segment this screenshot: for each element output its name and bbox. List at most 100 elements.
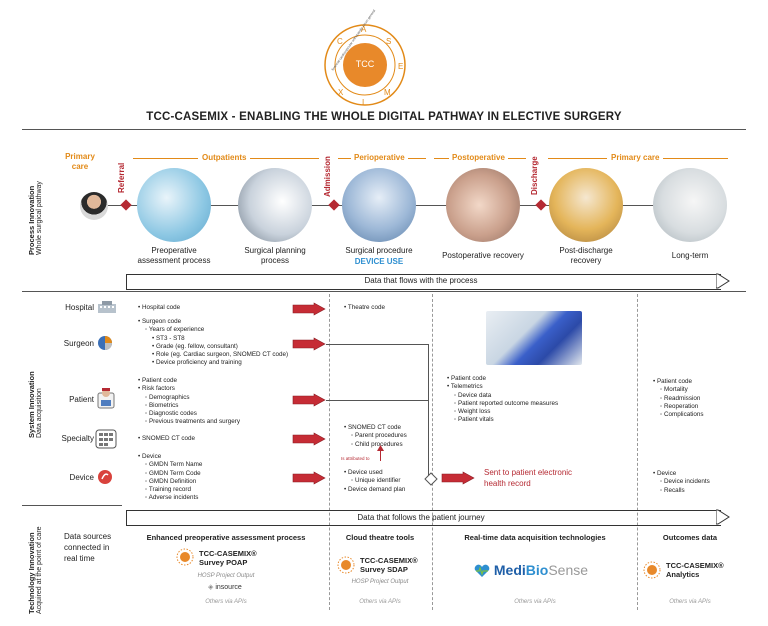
list-item: ◦ Parent procedures [351, 432, 407, 440]
stage-photo-surgery [342, 168, 416, 242]
red-arrow-device [292, 471, 326, 485]
list-item: • Device [138, 453, 162, 460]
list-item: ◦ Diagnostic codes [145, 410, 197, 418]
list-item: • ST3 - ST8 [152, 334, 185, 342]
stage-label-preop: Preoperative assessment process [137, 246, 211, 265]
role-specialty: Specialty [61, 434, 94, 443]
sdap-output: HOSP Project Output [351, 579, 409, 585]
medibiosense-medi: Medi [493, 562, 526, 578]
list-item: ◦ GMDN Term Name [145, 461, 203, 469]
realtime-others: Others via APIs [514, 599, 556, 605]
attributed-arrowhead [377, 445, 384, 451]
sdap-sun-icon [337, 556, 355, 574]
list-item: • Risk factors [138, 385, 175, 393]
doctor-avatar [80, 192, 108, 220]
outcomes-others: Others via APIs [669, 599, 711, 605]
tech-heading-realtime: Real-time data acquisition technologies [464, 533, 606, 542]
analytics-sun-icon [643, 561, 661, 579]
title-divider [22, 129, 746, 130]
section-system-subtitle: Data acquisition [36, 388, 43, 438]
list-item: ◦ Biometrics [145, 401, 179, 409]
role-hospital: Hospital [65, 303, 94, 312]
col2-hospital-list: • Theatre code [344, 304, 385, 312]
list-item: ◦ Device incidents [660, 478, 710, 486]
stage-label-planning: Surgical planning process [244, 246, 306, 265]
list-item: ◦ GMDN Term Code [145, 469, 201, 477]
section-technology-innovation: Technology Innovation Acquired at the po… [27, 526, 43, 614]
column-separator-1 [329, 294, 330, 610]
medibiosense-heart-icon [474, 564, 490, 578]
logo-letter-c: C [337, 37, 343, 46]
col2-device-list: • Device used ◦ Unique identifier • Devi… [344, 469, 405, 494]
attributed-arrow [380, 447, 381, 461]
list-item: ◦ Device data [454, 391, 492, 399]
list-item: • SNOMED CT code [344, 424, 402, 431]
phase-postoperative: Postoperative [449, 153, 508, 162]
stage-photo-longterm [653, 168, 727, 242]
list-item: ◦ Patient reported outcome measures [454, 399, 559, 407]
discharge-diamond [535, 199, 547, 211]
medibiosense-sense: Sense [548, 562, 589, 578]
list-item: • Device demand plan [344, 485, 406, 493]
list-item: ◦ Previous treatments and surgery [145, 418, 240, 426]
tech-heading-preop: Enhanced preoperative assessment process [146, 533, 306, 542]
tcc-logo: TCC C A S E M I X financial cardiovascul… [322, 9, 408, 108]
role-patient: Patient [69, 395, 94, 404]
page-title: TCC-CASEMIX - ENABLING THE WHOLE DIGITAL… [146, 111, 622, 123]
list-item: • Patient code [138, 377, 177, 384]
list-item: • Hospital code [138, 304, 181, 311]
list-item: ◦ Patient vitals [454, 416, 494, 424]
phase-perioperative: Perioperative [351, 153, 408, 162]
stage-photo-discharge [549, 168, 623, 242]
list-item: • Surgeon code [138, 318, 182, 325]
red-arrow-surgeon [292, 337, 326, 351]
poap-sun-icon [176, 548, 194, 566]
theatre-others: Others via APIs [359, 599, 401, 605]
list-item: • Telemetrics [447, 383, 483, 391]
phase-primary-care-right: Primary care [607, 153, 664, 162]
section-process-innovation: Process Innovation Whole surgical pathwa… [27, 181, 43, 255]
stage-photo-preop [137, 168, 211, 242]
list-item: ◦ Complications [660, 411, 704, 419]
phase-outpatients: Outpatients [198, 153, 251, 162]
tech-left-label: Data sources connected in real time [64, 532, 112, 563]
col2-specialty-list: • SNOMED CT code ◦ Parent procedures ◦ C… [344, 424, 407, 449]
list-item: • Device [653, 470, 677, 477]
connector-diamond [424, 472, 438, 486]
list-item: ◦ Years of experience [145, 326, 205, 334]
insource-label: insource [215, 584, 242, 591]
list-item: ◦ GMDN Definition [145, 477, 197, 485]
device-icon [98, 470, 112, 484]
red-arrow-hospital [292, 302, 326, 316]
analytics-product-name: TCC-CASEMIX® Analytics [666, 561, 724, 579]
list-item: ◦ Reoperation [660, 402, 699, 410]
list-item: ◦ Adverse incidents [145, 494, 199, 502]
stage-photo-postop [446, 168, 520, 242]
list-item: ◦ Unique identifier [351, 477, 401, 485]
list-item: ◦ Child procedures [351, 440, 403, 448]
list-item: ◦ Mortality [660, 386, 688, 394]
system-divider [22, 291, 746, 292]
logo-letter-i: I [362, 98, 365, 107]
list-item: • Device used [344, 469, 383, 476]
technology-divider [22, 505, 122, 506]
patient-icon [97, 388, 115, 409]
list-item: ◦ Demographics [145, 393, 190, 401]
col3-patient-list: • Patient code • Telemetrics ◦ Device da… [447, 375, 558, 425]
list-item: • Device proficiency and training [152, 359, 242, 367]
section-technology-subtitle: Acquired at the point of care [36, 526, 43, 614]
flow-arrow-patient-label: Data that follows the patient journey [357, 513, 485, 522]
list-item: ◦ Weight loss [454, 408, 491, 416]
section-technology-title: Technology Innovation [27, 532, 36, 614]
hospital-icon [98, 301, 116, 313]
logo-letter-s: S [386, 37, 392, 46]
col1-device-list: • Device ◦ GMDN Term Name ◦ GMDN Term Co… [138, 453, 202, 503]
stage-label-postop: Postoperative recovery [442, 251, 524, 260]
col1-specialty-list: • SNOMED CT code [138, 435, 195, 443]
ehr-label: Sent to patient electronic health record [484, 468, 573, 488]
referral-diamond [120, 199, 132, 211]
role-surgeon: Surgeon [63, 339, 94, 348]
red-arrow-patient [292, 393, 326, 407]
medibiosense-logo: MediBioSense [474, 562, 588, 578]
connector-line-surgeon [326, 344, 428, 345]
